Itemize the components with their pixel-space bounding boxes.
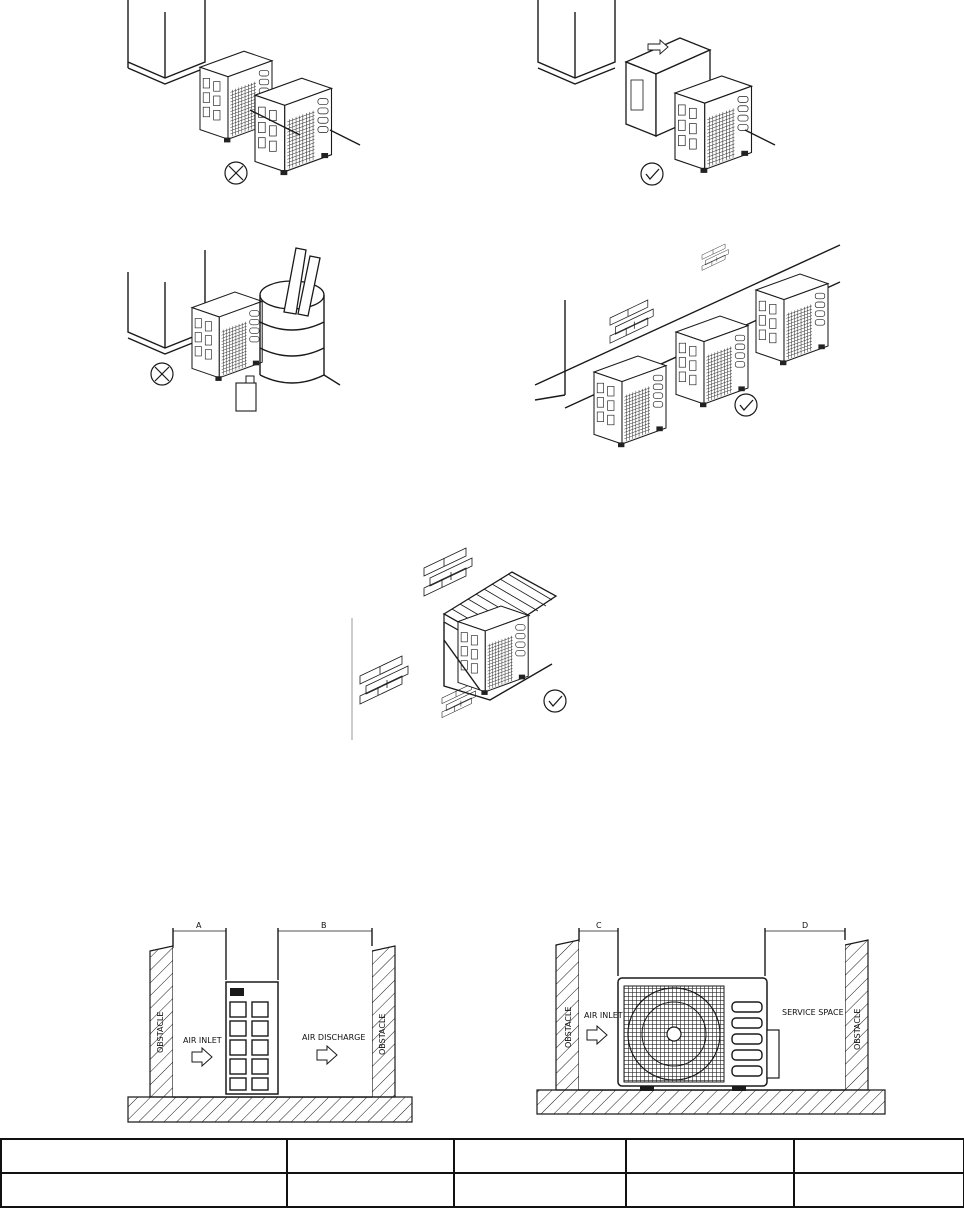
- obstacle-label-front-left: OBSTACLE: [564, 1007, 573, 1048]
- example-two-units-incorrect: [127, 0, 361, 185]
- table-cell: [0, 1138, 288, 1174]
- dim-d-label: D: [802, 921, 808, 930]
- check-circle-icon: [734, 393, 758, 417]
- obstacle-label-front-right: OBSTACLE: [853, 1009, 862, 1050]
- dim-a-label: A: [196, 921, 202, 930]
- clearance-table: [0, 1138, 964, 1209]
- example-row-along-wall-correct: [534, 243, 841, 448]
- installation-illustrations: A B AIR INLET AIR DISCHARGE OBSTACLE OBS…: [127, 0, 886, 1123]
- table-cell: [625, 1172, 795, 1208]
- dim-c-label: C: [596, 921, 602, 930]
- cross-circle-icon: [150, 362, 174, 386]
- clearance-diagram-front-view: C D AIR INLET SERVICE SPACE OBSTACLE OBS…: [536, 921, 886, 1115]
- table-cell: [286, 1138, 455, 1174]
- table-cell: [0, 1172, 288, 1208]
- air-inlet-label: AIR INLET: [183, 1036, 222, 1045]
- dim-b-label: B: [321, 921, 327, 930]
- example-wall-bracket-canopy-correct: [351, 547, 567, 740]
- obstacle-label-left: OBSTACLE: [156, 1012, 165, 1053]
- table-cell: [793, 1172, 964, 1208]
- obstacle-label-right: OBSTACLE: [378, 1014, 387, 1055]
- check-circle-icon: [543, 689, 567, 713]
- cross-circle-icon: [224, 161, 248, 185]
- clearance-diagram-side-view: A B AIR INLET AIR DISCHARGE OBSTACLE OBS…: [127, 921, 413, 1123]
- table-cell: [286, 1172, 455, 1208]
- table-row: [0, 1138, 964, 1174]
- table-cell: [453, 1172, 627, 1208]
- service-space-label: SERVICE SPACE: [782, 1008, 844, 1017]
- air-inlet-label-front: AIR INLET: [584, 1011, 623, 1020]
- example-near-flammables-incorrect: [127, 247, 341, 412]
- example-offset-units-correct: [537, 0, 776, 186]
- air-discharge-label: AIR DISCHARGE: [302, 1033, 365, 1042]
- table-cell: [625, 1138, 795, 1174]
- table-cell: [453, 1138, 627, 1174]
- table-cell: [793, 1138, 964, 1174]
- check-circle-icon: [640, 162, 664, 186]
- table-row: [0, 1172, 964, 1208]
